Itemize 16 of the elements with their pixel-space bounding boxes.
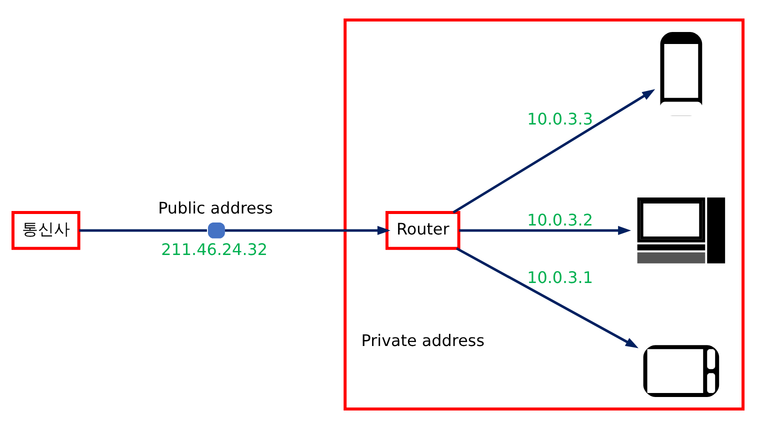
edge-label: 10.0.3.2	[527, 210, 593, 230]
node-label: 211.46.24.32	[161, 240, 268, 260]
arrow	[224, 226, 390, 235]
edge-label: 10.0.3.3	[527, 110, 593, 129]
edge-label: 10.0.3.1	[527, 268, 593, 288]
node-box: 통신사	[12, 211, 80, 250]
arrow	[452, 89, 656, 214]
node-circle	[208, 222, 225, 238]
node-box: Router	[386, 211, 460, 250]
arrow	[459, 226, 632, 235]
cluster	[344, 18, 745, 410]
node-label: Public address	[158, 198, 273, 218]
picture	[643, 345, 720, 397]
arrow	[456, 247, 638, 348]
label: Private address	[361, 330, 485, 350]
connector	[79, 229, 207, 232]
